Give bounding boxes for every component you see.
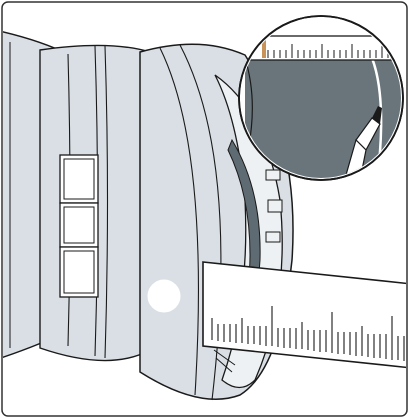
marker-dot-icon xyxy=(146,278,182,314)
start-mark-tick xyxy=(262,40,266,58)
ruler-icon xyxy=(202,261,406,369)
label-windows-icon xyxy=(59,154,99,298)
